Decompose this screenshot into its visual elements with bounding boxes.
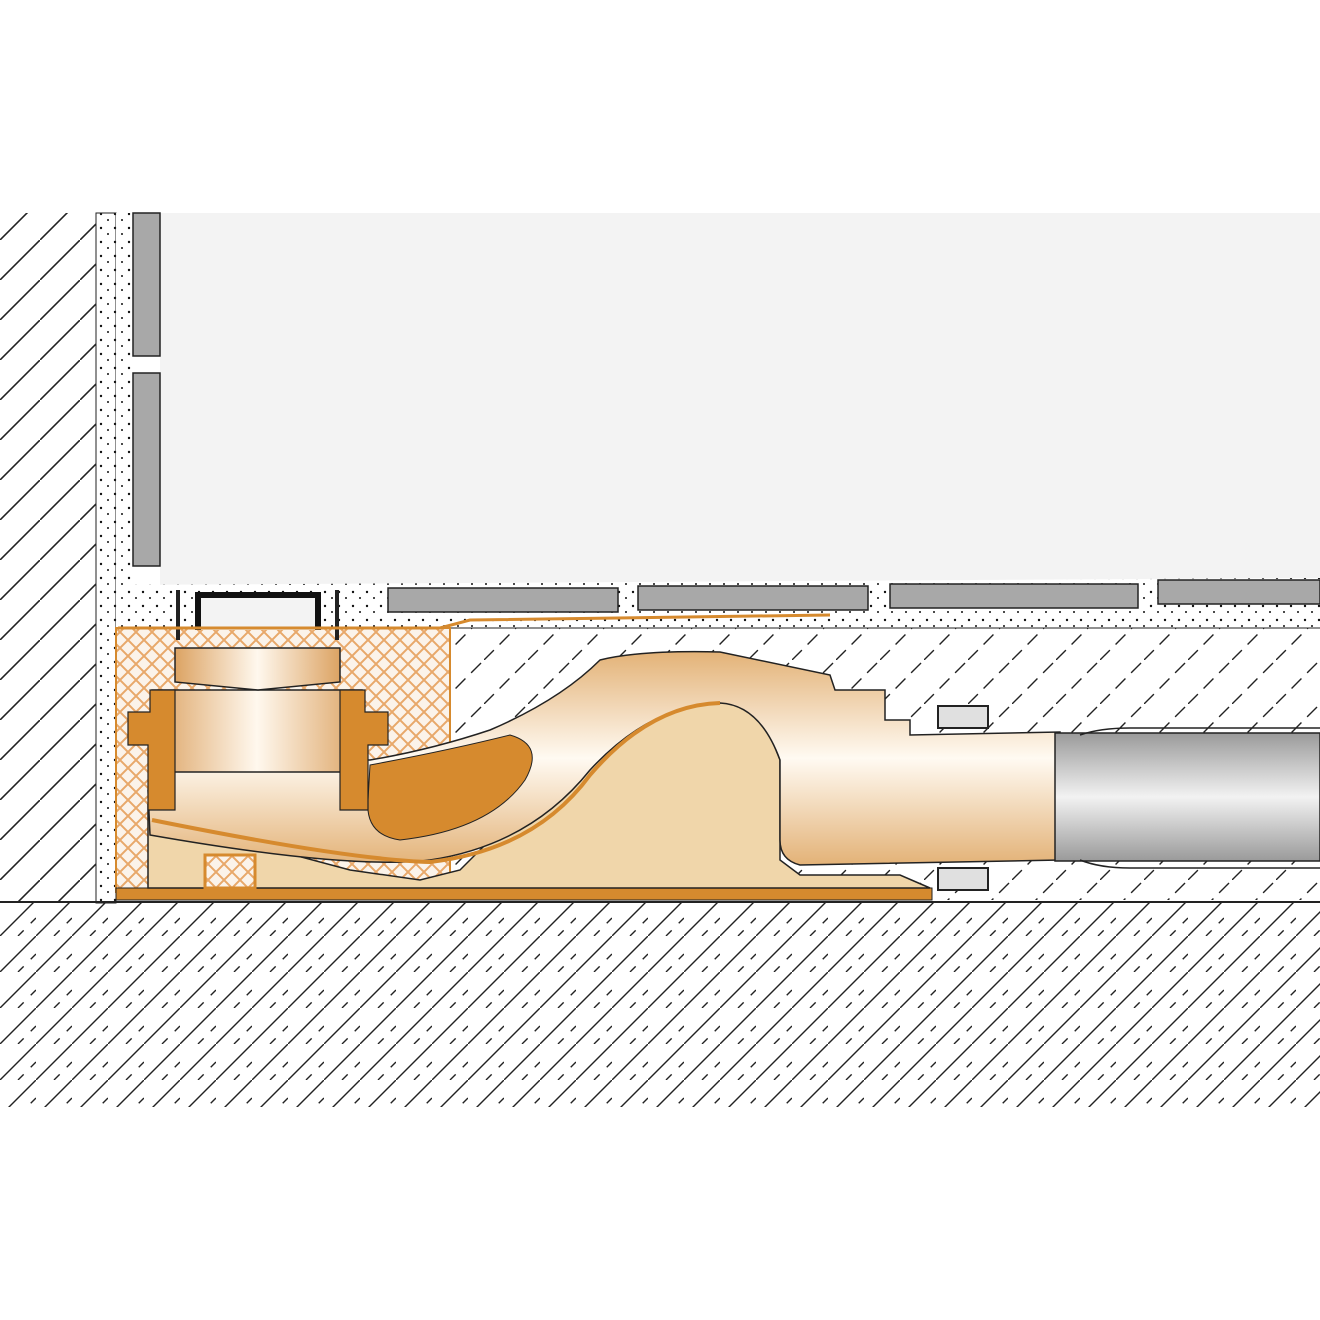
floor-tile: [889, 583, 1139, 609]
wall-plaster: [95, 212, 117, 904]
floor-tile: [1157, 579, 1320, 605]
drain-cover: [195, 592, 321, 630]
wall-adhesive: [116, 213, 132, 623]
base-plate: [115, 887, 933, 901]
outlet-pipe: [1054, 732, 1320, 862]
pipe-seal-top: [937, 705, 989, 729]
drain-flange-left: [127, 689, 176, 811]
drain-cylinder: [151, 689, 363, 773]
wall: [0, 213, 96, 903]
pipe-seal-bottom: [937, 867, 989, 891]
wall-tile: [132, 372, 161, 567]
drain-grate: [176, 590, 339, 640]
floor-tile: [387, 587, 619, 613]
trap-wall: [367, 734, 533, 841]
wall-tile: [132, 212, 161, 357]
room-space: [160, 213, 1320, 588]
drain-flange-right: [339, 689, 389, 811]
floor-tile: [637, 585, 869, 611]
support-foot: [203, 853, 257, 890]
subfloor: [0, 902, 1320, 1107]
drain-collar: [174, 647, 341, 691]
